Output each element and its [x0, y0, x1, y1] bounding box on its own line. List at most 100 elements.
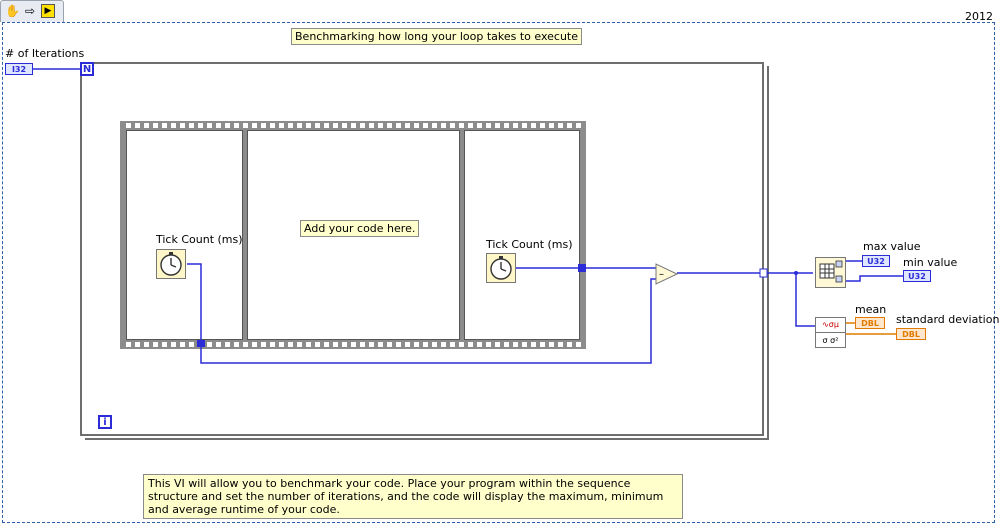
- loop-tunnel-out[interactable]: [759, 268, 768, 278]
- loop-index-terminal[interactable]: i: [98, 415, 112, 429]
- film-hole: [441, 123, 446, 128]
- stats-node-top: ∿σμ: [816, 318, 845, 333]
- year-label: 2012: [965, 10, 993, 23]
- sequence-frame-3[interactable]: [464, 130, 580, 340]
- film-hole: [261, 123, 266, 128]
- diagram-title: Benchmarking how long your loop takes to…: [291, 28, 582, 45]
- array-max-min-node[interactable]: [815, 257, 846, 288]
- film-hole: [216, 123, 221, 128]
- wire-min: [846, 275, 903, 282]
- film-hole: [450, 123, 455, 128]
- tick-count-node-2[interactable]: [486, 253, 516, 283]
- film-hole: [162, 123, 167, 128]
- film-hole: [360, 342, 365, 347]
- film-hole: [567, 123, 572, 128]
- film-hole: [279, 342, 284, 347]
- film-hole: [153, 123, 158, 128]
- std-deviation-terminal[interactable]: DBL: [896, 328, 926, 340]
- film-hole: [459, 123, 464, 128]
- film-hole: [360, 123, 365, 128]
- film-hole: [288, 342, 293, 347]
- film-hole: [576, 342, 581, 347]
- wire-tick-1: [187, 263, 202, 343]
- film-hole: [243, 123, 248, 128]
- film-hole: [189, 342, 194, 347]
- film-hole: [468, 123, 473, 128]
- film-hole: [540, 342, 545, 347]
- film-hole: [207, 342, 212, 347]
- wire-start-time: [200, 278, 656, 364]
- film-hole: [297, 123, 302, 128]
- film-hole: [387, 123, 392, 128]
- mean-label: mean: [855, 303, 887, 316]
- for-loop-shadow: [85, 66, 769, 440]
- film-hole: [459, 342, 464, 347]
- film-hole: [567, 342, 572, 347]
- film-hole: [225, 342, 230, 347]
- film-hole: [441, 342, 446, 347]
- sequence-tunnel-1[interactable]: [197, 340, 205, 347]
- add-code-comment: Add your code here.: [300, 220, 420, 237]
- film-hole: [189, 123, 194, 128]
- stats-node-bottom: σ σ²: [822, 336, 839, 345]
- film-hole: [207, 123, 212, 128]
- arrow-icon[interactable]: ⇨: [24, 4, 36, 18]
- iterations-terminal[interactable]: I32: [5, 63, 33, 75]
- max-value-label: max value: [863, 240, 921, 253]
- film-hole: [126, 342, 131, 347]
- film-hole: [144, 123, 149, 128]
- film-hole: [540, 123, 545, 128]
- film-hole: [144, 342, 149, 347]
- subtract-node[interactable]: [655, 263, 679, 285]
- max-value-terminal[interactable]: U32: [862, 255, 890, 267]
- film-hole: [387, 342, 392, 347]
- film-holes: [126, 123, 581, 347]
- film-hole: [126, 123, 131, 128]
- diagram-tab[interactable]: ✋ ⇨ ▶: [0, 0, 64, 22]
- vi-icon[interactable]: ▶: [41, 4, 55, 18]
- film-hole: [531, 123, 536, 128]
- film-hole: [495, 342, 500, 347]
- film-hole: [432, 123, 437, 128]
- loop-count-terminal[interactable]: N: [80, 62, 94, 76]
- film-hole: [378, 342, 383, 347]
- film-hole: [135, 342, 140, 347]
- film-hole: [135, 123, 140, 128]
- film-hole: [504, 342, 509, 347]
- film-hole: [261, 342, 266, 347]
- film-hole: [225, 123, 230, 128]
- film-hole: [252, 342, 257, 347]
- film-hole: [450, 342, 455, 347]
- film-hole: [333, 342, 338, 347]
- film-hole: [342, 342, 347, 347]
- film-hole: [486, 342, 491, 347]
- min-value-terminal[interactable]: U32: [903, 270, 931, 282]
- std-deviation-node[interactable]: ∿σμ σ σ²: [815, 317, 846, 348]
- film-hole: [558, 123, 563, 128]
- film-hole: [486, 123, 491, 128]
- film-hole: [477, 123, 482, 128]
- film-hole: [270, 123, 275, 128]
- tick-count-label-2: Tick Count (ms): [486, 238, 573, 251]
- film-hole: [279, 123, 284, 128]
- film-hole: [396, 123, 401, 128]
- film-hole: [414, 123, 419, 128]
- film-hole: [549, 342, 554, 347]
- sequence-frame-1[interactable]: [126, 130, 243, 340]
- film-hole: [477, 342, 482, 347]
- film-hole: [405, 123, 410, 128]
- film-hole: [576, 123, 581, 128]
- film-hole: [180, 342, 185, 347]
- wire-junction: [794, 271, 798, 275]
- film-hole: [504, 123, 509, 128]
- film-hole: [378, 123, 383, 128]
- film-hole: [180, 123, 185, 128]
- tick-count-node-1[interactable]: [156, 249, 186, 279]
- hand-icon[interactable]: ✋: [5, 4, 20, 18]
- mean-terminal[interactable]: DBL: [855, 317, 885, 329]
- flat-sequence-structure[interactable]: [120, 121, 586, 349]
- sequence-tunnel-2[interactable]: [578, 264, 586, 272]
- film-hole: [171, 342, 176, 347]
- film-hole: [306, 123, 311, 128]
- film-hole: [369, 342, 374, 347]
